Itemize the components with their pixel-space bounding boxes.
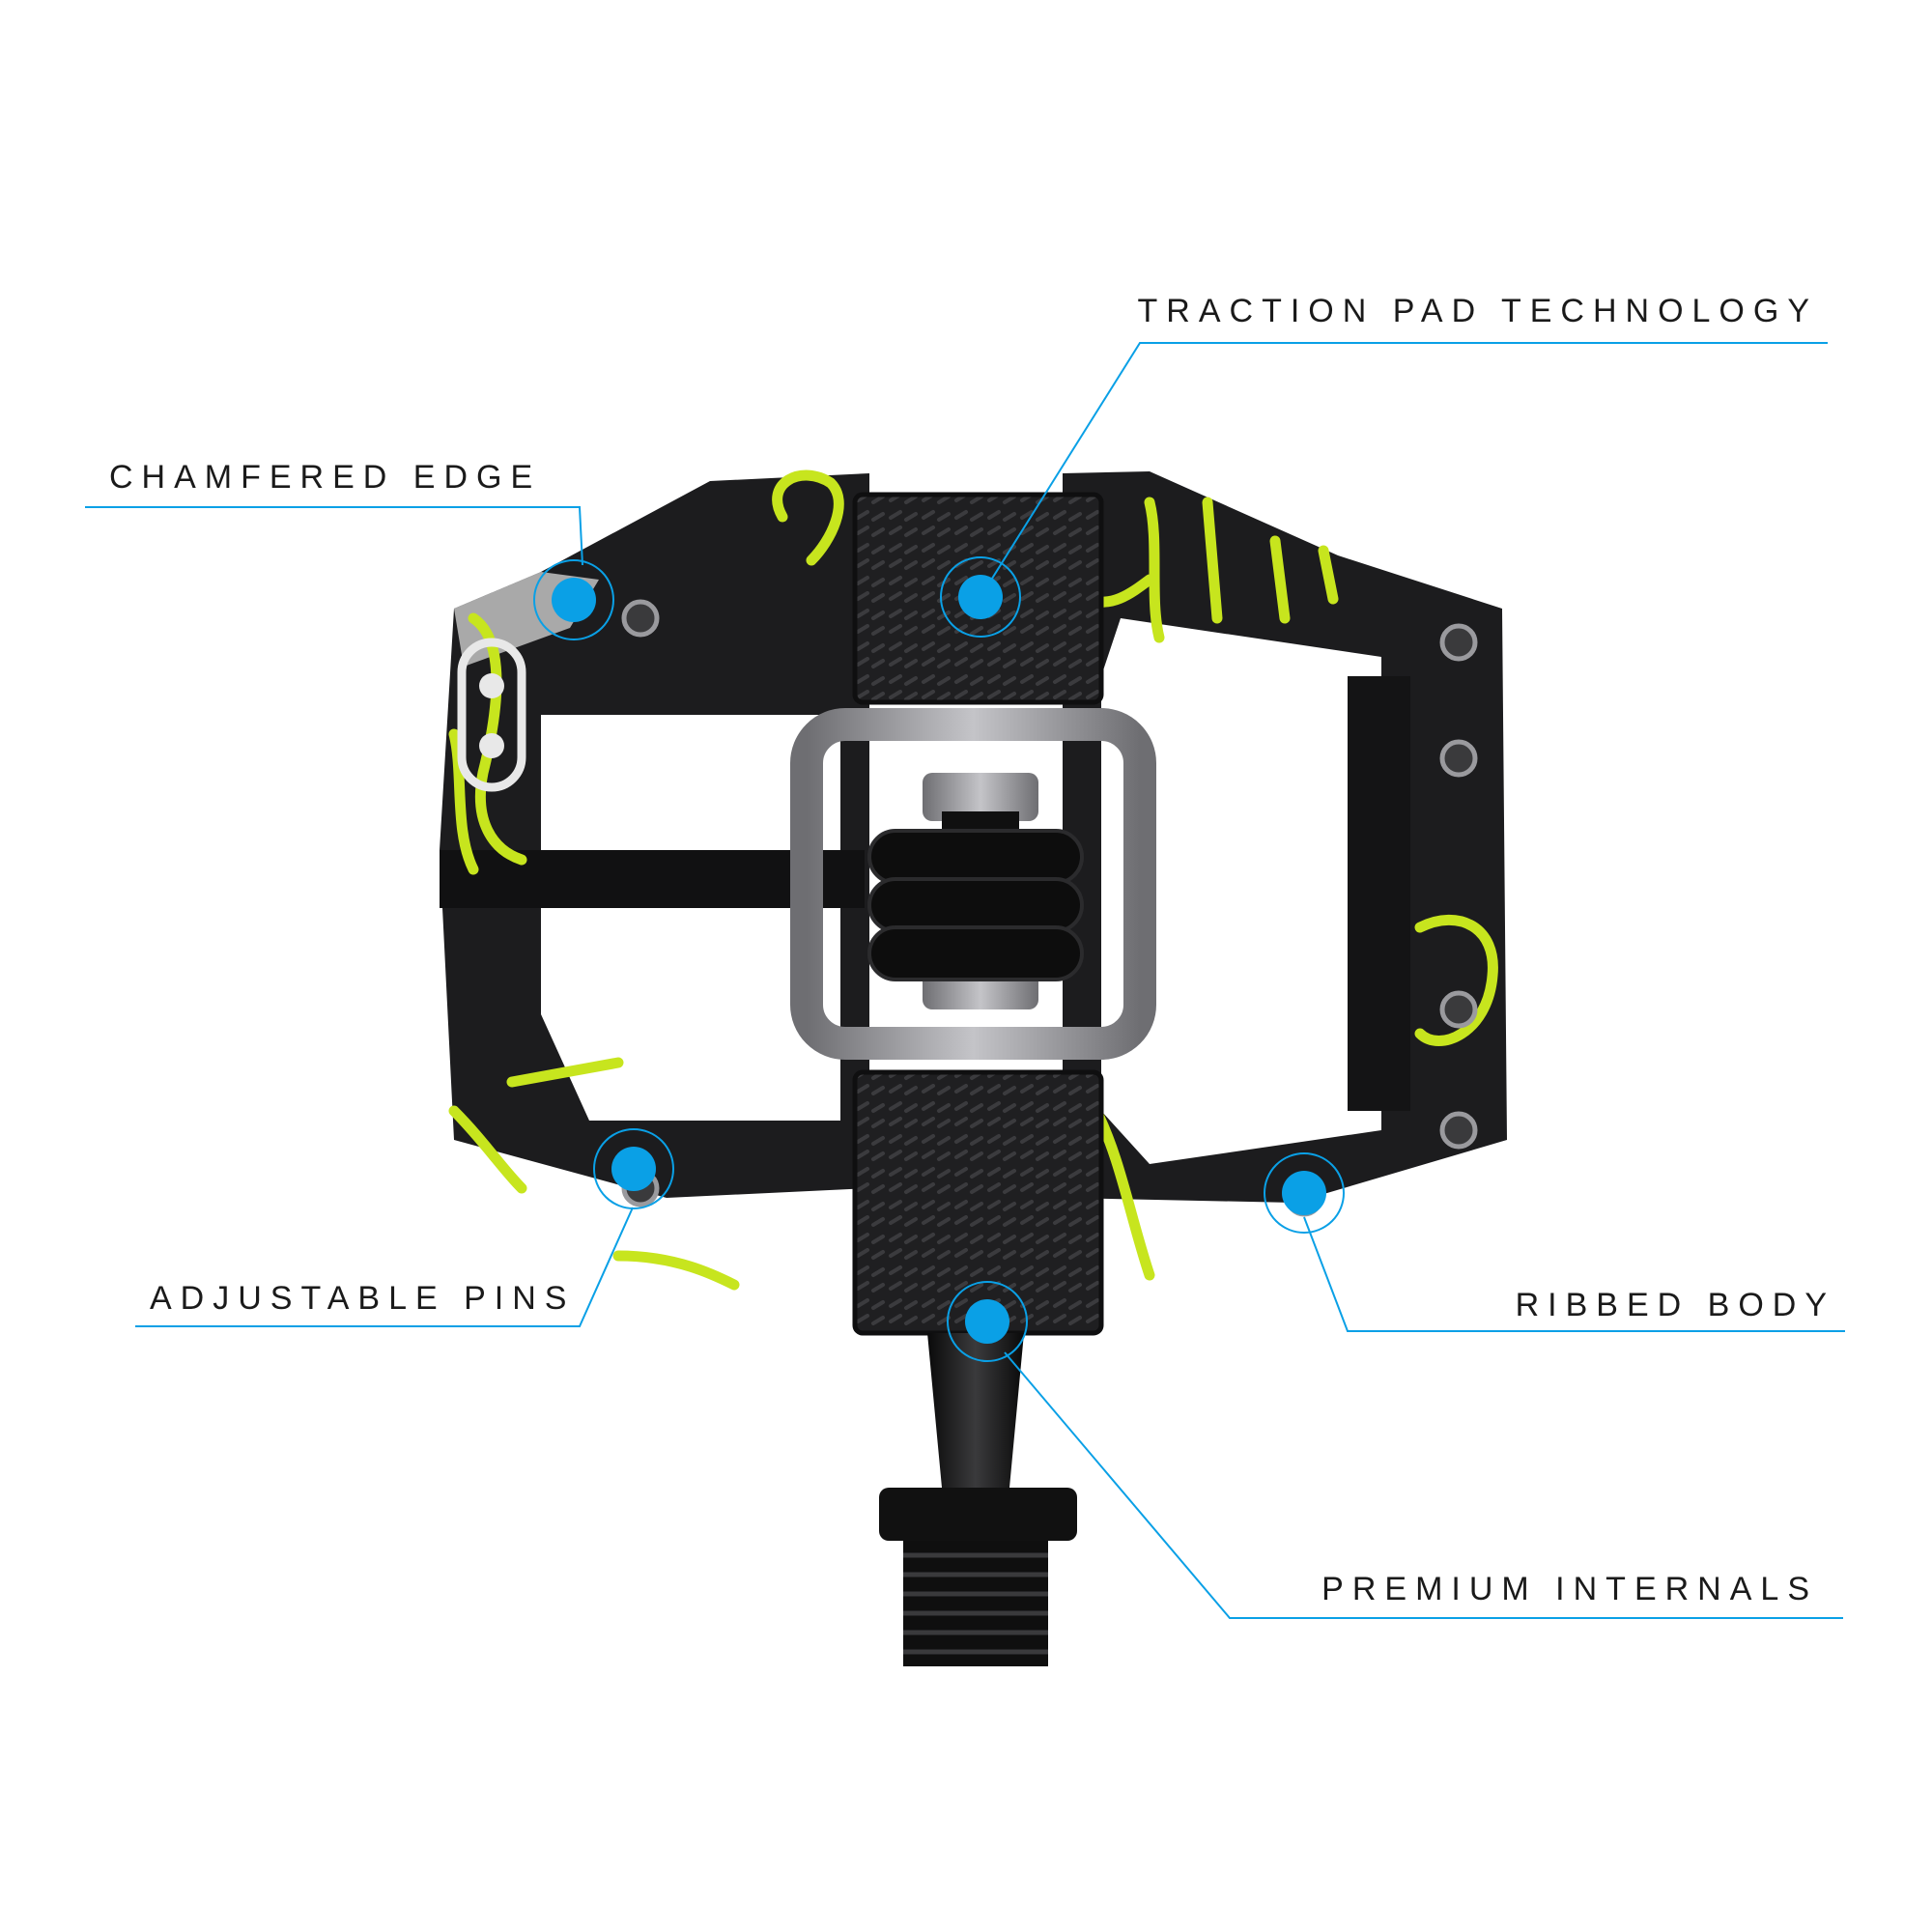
hotspot-premium-internals[interactable] xyxy=(947,1281,1028,1362)
leader-chamfered-edge xyxy=(85,506,583,566)
traction-pad-bottom xyxy=(852,1069,1104,1336)
pedal-body-right xyxy=(1063,471,1507,1203)
leader-traction-pad xyxy=(980,342,1828,598)
hotspot-traction-pad[interactable] xyxy=(940,556,1021,638)
leader-adjustable-pins xyxy=(135,1207,634,1327)
hotspot-ribbed-body[interactable] xyxy=(1264,1152,1345,1234)
leader-premium-internals xyxy=(1004,1351,1843,1619)
pedal-body-left xyxy=(440,473,869,1198)
pedal-spindle xyxy=(879,1333,1077,1666)
label-traction-pad-technology: TRACTION PAD TECHNOLOGY xyxy=(1137,293,1818,329)
leader-ribbed-body xyxy=(1303,1216,1845,1332)
leader-lines xyxy=(85,342,1845,1619)
label-ribbed-body: RIBBED BODY xyxy=(1515,1287,1835,1323)
label-adjustable-pins: ADJUSTABLE PINS xyxy=(150,1280,576,1317)
hotspot-chamfered-edge[interactable] xyxy=(533,559,614,640)
brand-logo xyxy=(457,638,526,792)
spring-coil xyxy=(867,829,1084,981)
label-premium-internals: PREMIUM INTERNALS xyxy=(1321,1571,1818,1607)
label-chamfered-edge: CHAMFERED EDGE xyxy=(109,459,542,496)
hotspot-adjustable-pins[interactable] xyxy=(593,1128,674,1209)
